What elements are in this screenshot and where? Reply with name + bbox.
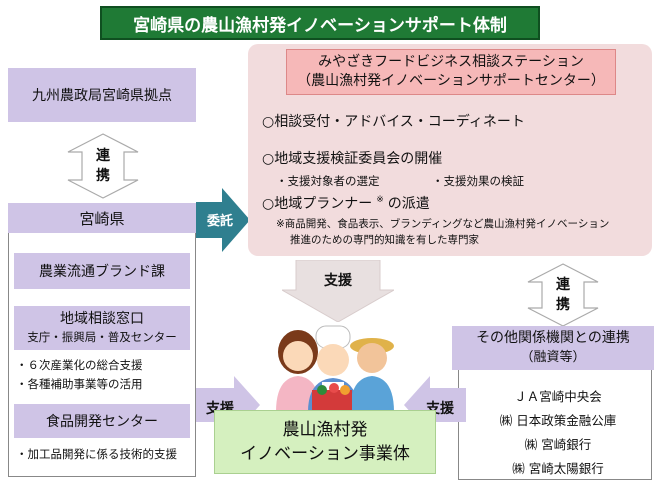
brand-division-box: 農業流通ブランド課 — [14, 253, 190, 289]
organization-item: ㈱ 日本政策金融公庫 — [499, 413, 617, 428]
other-organizations-subtitle: （融資等） — [520, 350, 586, 365]
cooperation-char: 携 — [556, 297, 570, 313]
station-title-box: みやざきフードビジネス相談ステーション （農山漁村発イノベーションサポートセンタ… — [286, 49, 616, 95]
planner-note: 推進のための専門的知識を有した専門家 — [290, 234, 479, 246]
innovation-entity-box: 農山漁村発 イノベーション事業体 — [214, 410, 436, 474]
station-item: ○地域支援検証委員会の開催 — [262, 151, 443, 167]
cooperation-char: 連 — [96, 148, 110, 164]
support-arrow-down — [282, 260, 394, 322]
people-illustration — [276, 325, 394, 412]
station-item: ○地域プランナー※の派遣 — [262, 193, 430, 213]
consultation-subtitle: 支庁・振興局・普及センター — [27, 330, 177, 344]
planner-note-mark: ※ — [376, 195, 384, 206]
innovation-entity-line2: イノベーション事業体 — [240, 444, 410, 464]
support-bullet: ・加工品開発に係る技術的支援 — [16, 447, 177, 461]
support-bullet: ・６次産業化の総合支援 — [16, 358, 143, 372]
cooperation-arrow-left — [67, 133, 139, 199]
organization-item: ＪＡ宮崎中央会 — [514, 389, 602, 404]
planner-dispatch-text: ○地域プランナー — [262, 196, 373, 212]
station-subtitle: （農山漁村発イノベーションサポートセンター） — [297, 73, 605, 89]
station-item: ○相談受付・アドバイス・コーディネート — [262, 114, 525, 130]
other-organizations-title: その他関係機関との連携 — [476, 330, 630, 346]
organization-item: ㈱ 宮崎銀行 — [524, 437, 592, 452]
cooperation-label-left: 連 携 — [83, 140, 123, 192]
commission-label: 委託 — [206, 214, 233, 229]
organization-list: ＪＡ宮崎中央会 ㈱ 日本政策金融公庫 ㈱ 宮崎銀行 ㈱ 宮崎太陽銀行 — [470, 385, 646, 481]
innovation-entity-line1: 農山漁村発 — [282, 420, 368, 440]
support-label-top: 支援 — [324, 273, 352, 289]
station-subitem: ・支援対象者の選定 — [276, 174, 380, 188]
cooperation-label-right: 連 携 — [543, 270, 583, 320]
commission-arrow — [196, 188, 250, 252]
consultation-title: 地域相談窓口 — [60, 311, 144, 327]
cooperation-char: 携 — [96, 168, 110, 184]
support-bullet: ・各種補助事業等の活用 — [16, 377, 143, 391]
miyazaki-header: 宮崎県 — [8, 203, 196, 233]
station-subitem: ・支援効果の検証 — [432, 174, 524, 188]
cooperation-char: 連 — [556, 277, 570, 293]
other-organizations-header: その他関係機関との連携 （融資等） — [452, 326, 654, 370]
organization-item: ㈱ 宮崎太陽銀行 — [512, 461, 604, 476]
regional-consultation-box: 地域相談窓口 支庁・振興局・普及センター — [14, 306, 190, 350]
food-development-center-box: 食品開発センター — [14, 404, 190, 438]
planner-dispatch-suffix: の派遣 — [387, 196, 430, 212]
planner-note: ※商品開発、食品表示、ブランディングなど農山漁村発イノベーション — [276, 218, 610, 230]
page-title: 宮崎県の農山漁村発イノベーションサポート体制 — [100, 6, 540, 40]
station-title: みやざきフードビジネス相談ステーション — [318, 54, 584, 70]
kyushu-office-box: 九州農政局宮崎県拠点 — [8, 68, 196, 122]
